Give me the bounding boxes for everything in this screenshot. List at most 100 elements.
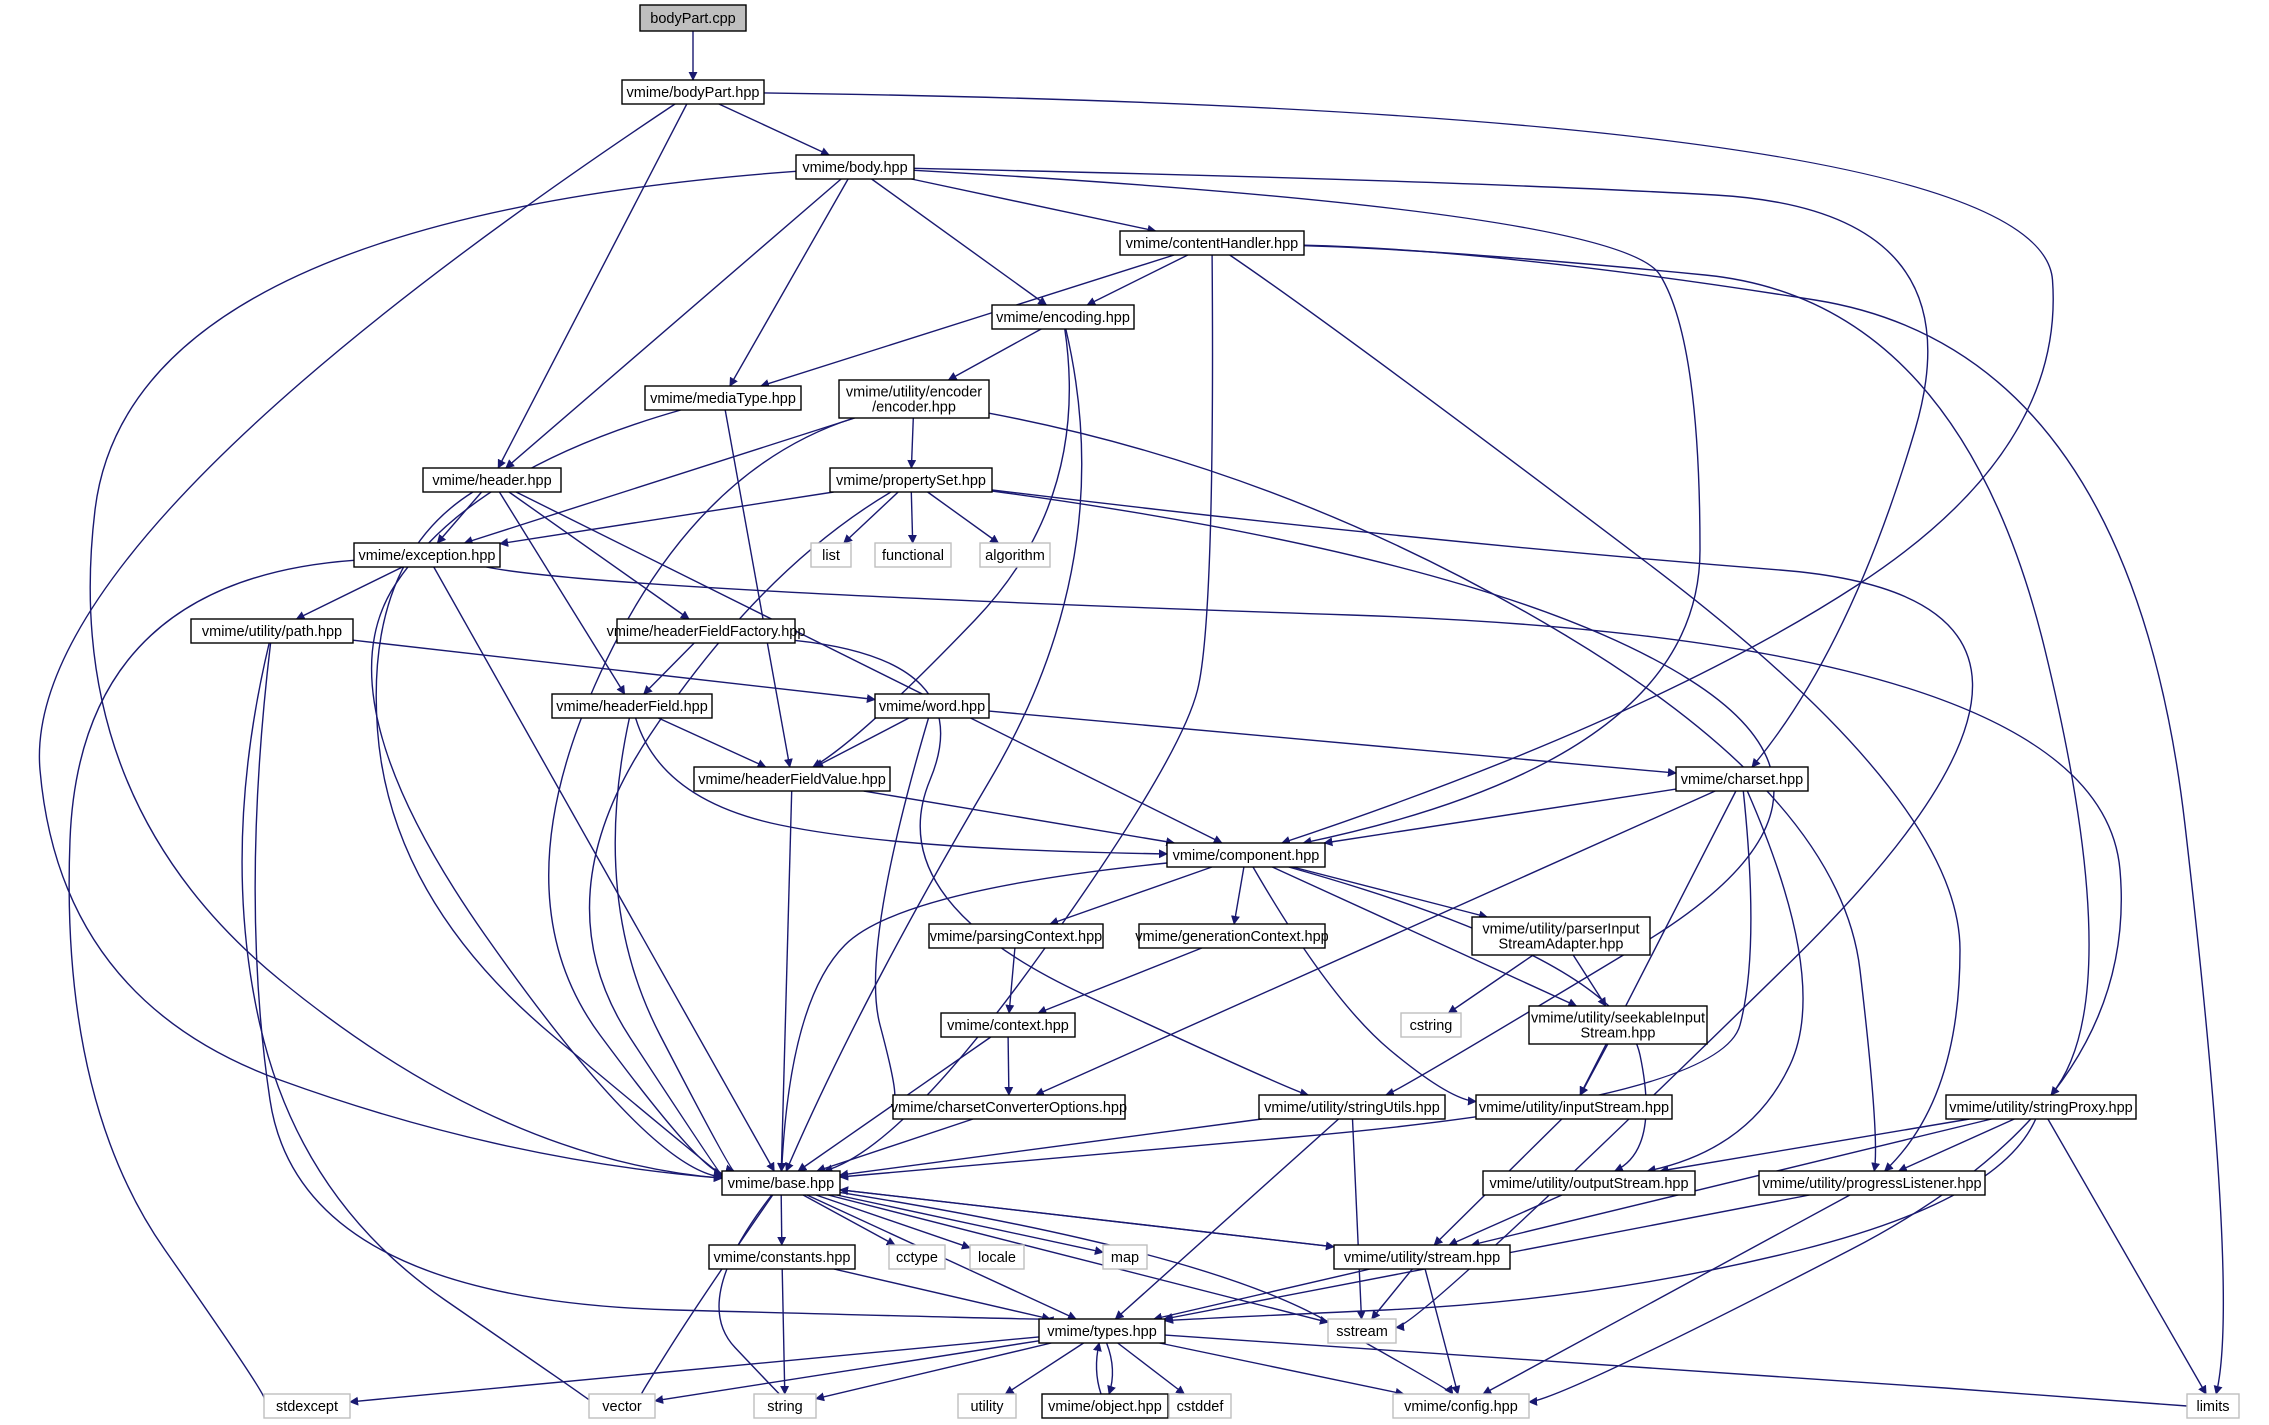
node-inputStream[interactable]: vmime/utility/inputStream.hpp: [1475, 1094, 1673, 1120]
node-box: [1333, 1244, 1511, 1270]
node-box: [1475, 1094, 1673, 1120]
node-headerFieldValue[interactable]: vmime/headerFieldValue.hpp: [693, 766, 891, 792]
node-charsetConv[interactable]: vmime/charsetConverterOptions.hpp: [891, 1094, 1127, 1120]
node-exception[interactable]: vmime/exception.hpp: [353, 542, 501, 568]
node-box: [753, 1393, 817, 1419]
node-progressListener[interactable]: vmime/utility/progressListener.hpp: [1758, 1170, 1986, 1196]
node-label: vmime/encoding.hpp: [996, 310, 1130, 326]
node-box: [1528, 1005, 1708, 1045]
edge-parserInput-to-cstring: [1447, 954, 1534, 1014]
node-box: [2186, 1393, 2240, 1419]
node-label: functional: [882, 548, 944, 564]
node-utility: utility: [957, 1393, 1017, 1419]
node-encoding[interactable]: vmime/encoding.hpp: [991, 304, 1135, 330]
edge-base-to-cctype: [802, 1194, 896, 1246]
node-header[interactable]: vmime/header.hpp: [422, 467, 562, 493]
node-label: vmime/component.hpp: [1173, 848, 1320, 864]
node-label: vmime/body.hpp: [802, 160, 907, 176]
edge-header-to-component: [515, 491, 1223, 844]
node-stringUtils[interactable]: vmime/utility/stringUtils.hpp: [1258, 1094, 1446, 1120]
node-label: vmime/utility/stringProxy.hpp: [1949, 1100, 2132, 1116]
node-body[interactable]: vmime/body.hpp: [795, 154, 915, 180]
edge-types-to-vector: [654, 1340, 1040, 1404]
edge-types-to-utility: [1004, 1342, 1084, 1395]
node-types[interactable]: vmime/types.hpp: [1038, 1318, 1166, 1344]
node-parsingContext[interactable]: vmime/parsingContext.hpp: [928, 923, 1104, 949]
edge-charset-to-charsetConv: [1034, 790, 1716, 1096]
edge-encoder-to-base: [548, 417, 855, 1177]
node-object[interactable]: vmime/object.hpp: [1041, 1393, 1169, 1419]
node-bodyPart_cpp[interactable]: bodyPart.cpp: [639, 4, 747, 32]
node-path[interactable]: vmime/utility/path.hpp: [190, 618, 354, 644]
node-box: [991, 304, 1135, 330]
node-encoder[interactable]: vmime/utility/encoder/encoder.hpp: [838, 379, 990, 419]
node-contentHandler[interactable]: vmime/contentHandler.hpp: [1119, 230, 1305, 256]
edge-charset-to-component: [1323, 788, 1677, 847]
edge-path-to-vector: [241, 642, 598, 1406]
edge-word-to-charsetConv: [874, 717, 930, 1105]
node-headerField[interactable]: vmime/headerField.hpp: [551, 693, 713, 719]
node-box: [838, 379, 990, 419]
edge-object-to-types: [1093, 1342, 1102, 1395]
node-algorithm: algorithm: [979, 542, 1051, 568]
edge-exception-to-config: [486, 566, 2122, 1406]
edge-base-to-sstream: [827, 1194, 1329, 1325]
edge-mediaType-to-headerFieldValue: [724, 409, 793, 768]
node-label: vmime/contentHandler.hpp: [1126, 236, 1299, 252]
node-context[interactable]: vmime/context.hpp: [940, 1012, 1076, 1038]
node-map: map: [1102, 1244, 1148, 1270]
node-label: vmime/base.hpp: [728, 1176, 834, 1192]
node-propertySet[interactable]: vmime/propertySet.hpp: [829, 467, 993, 493]
node-label: vmime/utility/seekableInput: [1531, 1011, 1705, 1027]
edge-encoding-to-base: [785, 328, 1083, 1172]
node-box: [1168, 1393, 1232, 1419]
node-mediaType[interactable]: vmime/mediaType.hpp: [644, 385, 802, 411]
node-label: bodyPart.cpp: [650, 11, 735, 27]
edge-body-to-encoding: [871, 178, 1048, 306]
node-cctype: cctype: [888, 1244, 946, 1270]
node-label: algorithm: [985, 548, 1045, 564]
node-outputStream[interactable]: vmime/utility/outputStream.hpp: [1482, 1170, 1696, 1196]
edge-stream-to-base: [839, 1186, 1335, 1248]
node-parserInput[interactable]: vmime/utility/parserInputStreamAdapter.h…: [1471, 916, 1651, 956]
edge-types-to-stdexcept: [349, 1336, 1040, 1406]
node-label: cstddef: [1177, 1399, 1225, 1415]
edge-word-to-charset: [988, 710, 1677, 777]
node-charset[interactable]: vmime/charset.hpp: [1675, 766, 1809, 792]
node-component[interactable]: vmime/component.hpp: [1166, 842, 1326, 868]
node-box: [1945, 1094, 2137, 1120]
node-functional: functional: [874, 542, 952, 568]
edge-contentHandler-to-limits: [1303, 244, 2225, 1395]
edge-stream-to-config: [1424, 1268, 1461, 1395]
node-generationContext[interactable]: vmime/generationContext.hpp: [1135, 923, 1329, 949]
edge-encoding-to-encoder: [947, 328, 1042, 381]
node-box: [693, 766, 891, 792]
node-cstddef: cstddef: [1168, 1393, 1232, 1419]
edge-propertySet-to-algorithm: [927, 491, 1000, 544]
node-constants[interactable]: vmime/constants.hpp: [708, 1244, 856, 1270]
node-box: [621, 79, 765, 105]
node-headerFieldFactory[interactable]: vmime/headerFieldFactory.hpp: [607, 618, 806, 644]
edge-exception-to-path: [295, 566, 403, 620]
edge-body-to-mediaType: [729, 178, 849, 387]
node-stream[interactable]: vmime/utility/stream.hpp: [1333, 1244, 1511, 1270]
node-bodyPart[interactable]: vmime/bodyPart.hpp: [621, 79, 765, 105]
node-base[interactable]: vmime/base.hpp: [721, 1170, 841, 1196]
node-locale: locale: [969, 1244, 1025, 1270]
node-label: stdexcept: [276, 1399, 338, 1415]
node-label: /encoder.hpp: [872, 400, 956, 416]
edge-stringUtils-to-base: [839, 1118, 1262, 1179]
node-label: vmime/utility/inputStream.hpp: [1479, 1100, 1669, 1116]
node-box: [639, 4, 747, 32]
node-label: vmime/charset.hpp: [1681, 772, 1804, 788]
node-stringProxy[interactable]: vmime/utility/stringProxy.hpp: [1945, 1094, 2137, 1120]
node-word[interactable]: vmime/word.hpp: [874, 693, 990, 719]
node-label: vmime/word.hpp: [879, 699, 985, 715]
edge-stringProxy-to-stream: [1470, 1118, 1992, 1248]
edge-body-to-header: [505, 178, 842, 469]
node-label: vmime/constants.hpp: [713, 1250, 850, 1266]
edge-path-to-types: [254, 642, 1055, 1326]
node-label: list: [822, 548, 840, 564]
